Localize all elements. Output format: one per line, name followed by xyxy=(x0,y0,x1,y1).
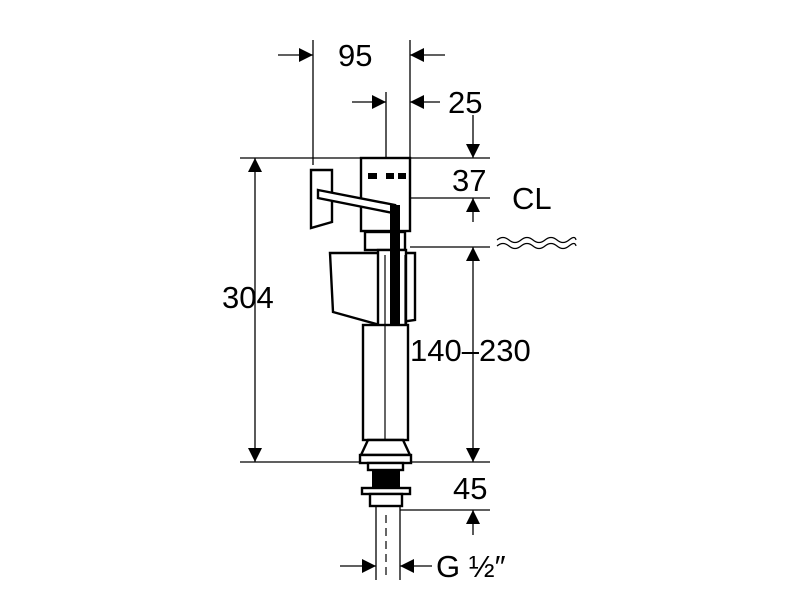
dimension-arrows xyxy=(248,48,480,573)
cl-label: CL xyxy=(512,181,552,216)
water-level-wave-icon xyxy=(496,236,577,250)
fill-valve xyxy=(309,156,417,580)
dim-offset-25: 25 xyxy=(448,85,482,120)
thread-size-label: G ½″ xyxy=(436,549,506,584)
dim-thread-45: 45 xyxy=(453,471,487,506)
dim-water-level-range: 140–230 xyxy=(410,333,531,368)
dim-head-37: 37 xyxy=(452,163,486,198)
dim-height-304: 304 xyxy=(222,280,274,315)
dim-width-95: 95 xyxy=(338,38,372,73)
